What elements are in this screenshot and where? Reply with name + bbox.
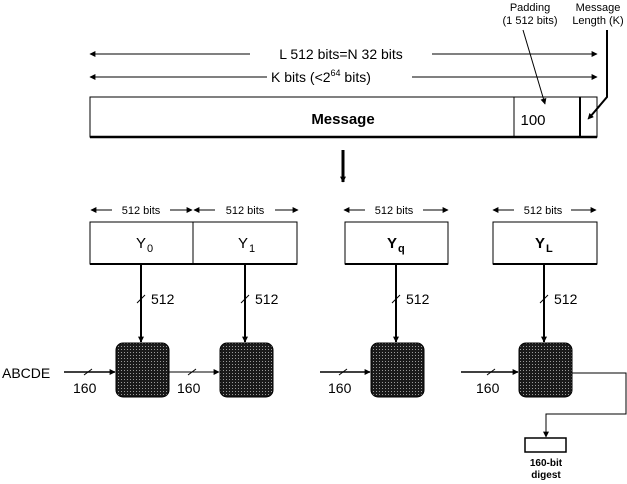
padding-pointer-arrow (522, 29, 547, 105)
svg-text:512: 512 (255, 291, 279, 307)
svg-text:512: 512 (151, 291, 175, 307)
svg-text:512: 512 (554, 291, 578, 307)
message-length-label-line1: Message (576, 2, 621, 14)
svg-text:512: 512 (406, 291, 430, 307)
digest-label-line2: digest (531, 470, 561, 481)
svg-text:160: 160 (476, 380, 500, 396)
input-arrow-y0: 512 (136, 264, 175, 343)
block-width-y1: 512 bits (193, 205, 299, 217)
svg-text:Y0: Y0 (136, 235, 153, 255)
chain-arrow-1: 160 (169, 368, 220, 396)
svg-text:160: 160 (328, 380, 352, 396)
digest-box (524, 437, 567, 453)
block-width-yq: 512 bits (343, 205, 449, 217)
svg-text:Y1: Y1 (238, 235, 255, 255)
message-bar (89, 96, 598, 138)
hash-box-l (518, 342, 573, 398)
chain-arrow-l: 160 (461, 368, 519, 396)
output-arrow (543, 372, 627, 438)
svg-text:160: 160 (177, 380, 201, 396)
input-arrow-yq: 512 (391, 264, 430, 343)
message-label: Message (311, 111, 374, 128)
svg-text:160: 160 (73, 380, 97, 396)
length-pointer-arrow (587, 105, 601, 120)
padding-label-line2: (1 512 bits) (502, 15, 557, 27)
svg-text:YL: YL (535, 235, 553, 255)
block-yq: Yq (344, 221, 449, 265)
svg-text:512 bits: 512 bits (226, 205, 265, 217)
block-yl: YL (492, 221, 598, 265)
kbits-label: K bits (<264 bits) (271, 68, 371, 85)
hash-box-0 (115, 342, 170, 398)
iv-label: ABCDE (2, 365, 50, 381)
input-arrow-yl: 512 (539, 264, 578, 343)
hash-box-1 (219, 342, 274, 398)
block-width-yl: 512 bits (492, 205, 597, 217)
padding-value: 100 (520, 112, 545, 129)
hash-box-q (370, 342, 425, 398)
block-width-y0: 512 bits (90, 205, 193, 217)
padding-label-line1: Padding (510, 2, 550, 14)
svg-text:512 bits: 512 bits (524, 205, 563, 217)
svg-text:512 bits: 512 bits (375, 205, 414, 217)
chain-arrow-q: 160 (320, 368, 371, 396)
length-label: L 512 bits=N 32 bits (279, 46, 403, 62)
svg-text:512 bits: 512 bits (122, 205, 161, 217)
block-y1: Y1 (192, 221, 298, 265)
chain-arrow-0: 160 (64, 368, 116, 396)
message-length-label-line2: Length (K) (572, 15, 623, 27)
svg-text:Yq: Yq (387, 235, 405, 255)
digest-label-line1: 160-bit (530, 458, 563, 469)
input-arrow-y1: 512 (240, 264, 279, 343)
block-y0: Y0 (89, 221, 194, 265)
